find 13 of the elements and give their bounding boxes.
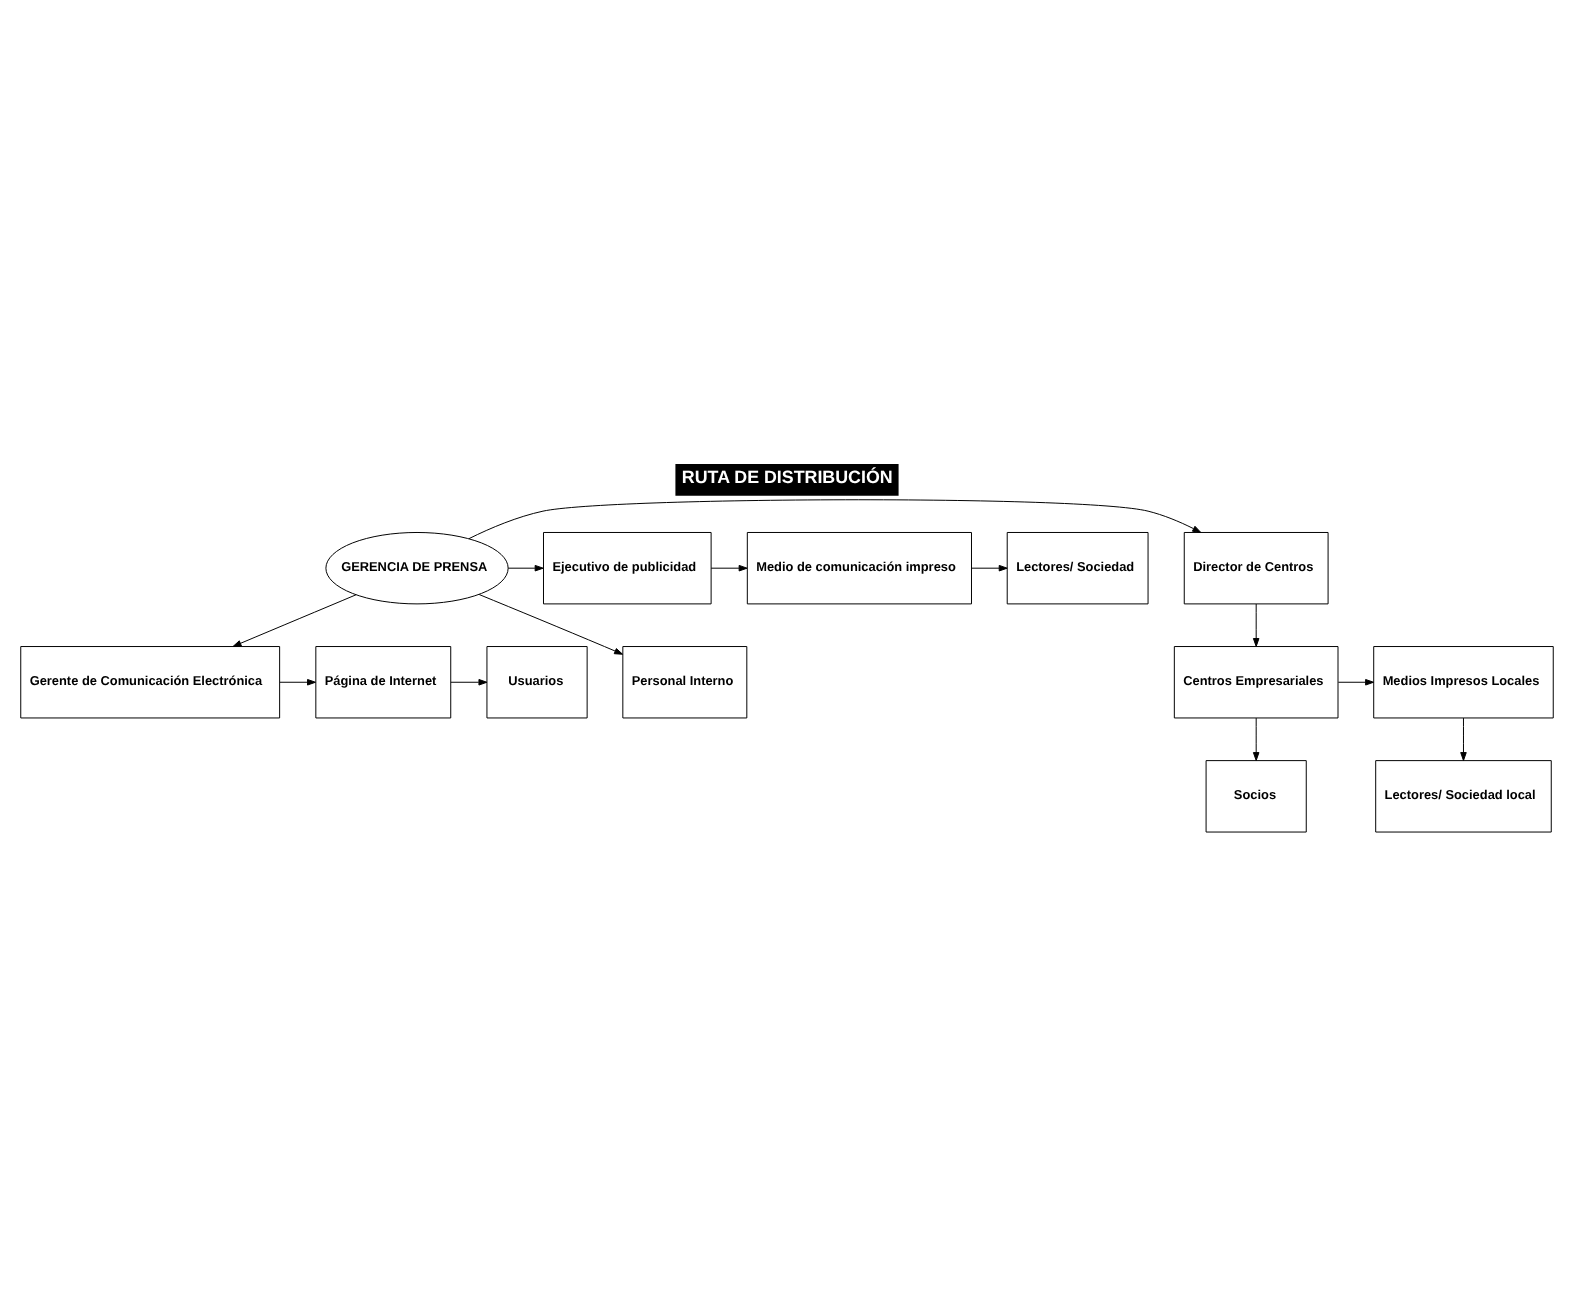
arrow <box>507 564 544 572</box>
arrow <box>710 564 748 572</box>
arrow <box>971 564 1008 572</box>
arrow <box>468 499 1202 540</box>
arrow <box>1252 717 1260 761</box>
arrow <box>1337 679 1375 686</box>
diagram-title: RUTA DE DISTRIBUCIÓN <box>681 467 893 488</box>
arrow <box>450 679 488 686</box>
arrow <box>279 679 316 686</box>
arrow <box>1460 717 1467 761</box>
arrow <box>478 594 624 655</box>
arrow <box>1252 603 1260 647</box>
arrow <box>232 594 357 647</box>
